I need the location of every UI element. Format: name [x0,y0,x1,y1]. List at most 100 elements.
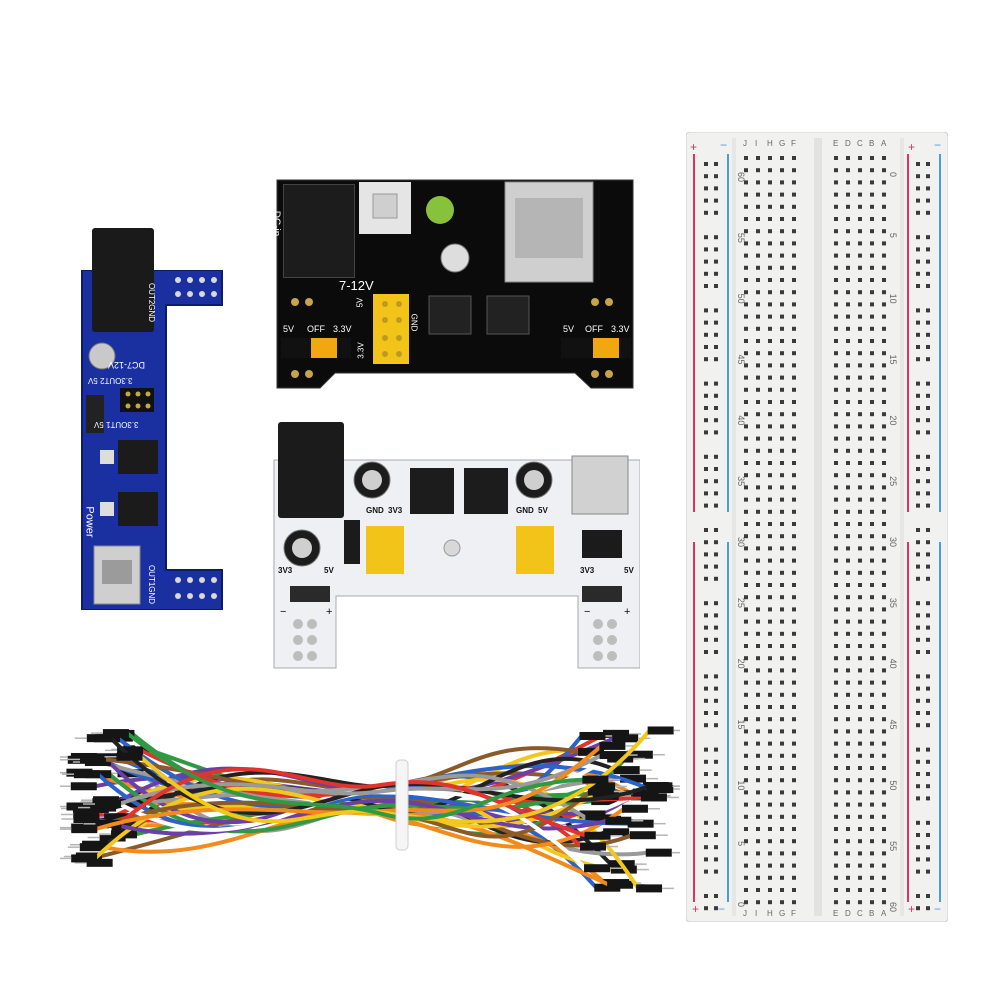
black-mid-33v: 3.3V [356,342,366,359]
rail-hole [714,747,718,752]
rail-hole [916,894,920,898]
breadboard-hole [768,802,772,807]
breadboard-hole [744,558,748,563]
rail-hole [714,162,718,166]
rail-hole [916,869,920,874]
wire-connector [579,731,606,740]
breadboard-hole [792,424,796,429]
rail-hole [926,698,930,703]
column-letter: A [881,909,887,918]
rail-hole [926,454,930,459]
rail-plus-right-bottom: + [908,902,916,916]
breadboard-hole [882,180,886,185]
column-letter: B [869,909,874,918]
wire-connector [589,782,616,791]
breadboard-hole [744,644,748,648]
row-number: 0 [888,172,898,177]
row-number: 60 [888,902,898,912]
breadboard-hole [882,607,886,612]
rail-hole [916,284,920,288]
white-right-5v: 5V [538,506,548,515]
breadboard-hole [882,400,886,404]
rail-hole [714,454,718,459]
breadboard-hole [858,497,862,502]
rail-plus-left-bottom: + [692,902,700,916]
breadboard-hole [882,753,886,758]
breadboard-hole [768,168,772,173]
breadboard-hole [768,424,772,429]
breadboard-hole [846,790,850,795]
column-letter: J [743,139,747,148]
breadboard-hole [834,631,838,636]
rail-hole [714,637,718,642]
rail-hole [704,613,708,618]
rail-hole [926,894,930,898]
breadboard-hole [858,461,862,465]
rail-hole [714,332,718,337]
breadboard-hole [882,875,886,880]
breadboard-hole [768,705,772,709]
rail-plus-right-top: + [908,140,916,154]
wire-connector [603,828,630,837]
rail-hole [926,833,930,837]
wire-connector [79,755,106,764]
breadboard-hole [768,900,772,905]
breadboard-hole [744,900,748,905]
rail-hole [704,857,708,862]
breadboard-hole [846,217,850,221]
breadboard-hole [792,595,796,600]
rail-hole [714,357,718,362]
breadboard-hole [882,814,886,819]
breadboard-hole [768,558,772,563]
breadboard-hole [870,839,874,844]
wire-connector [579,810,606,819]
center-channel [814,138,822,916]
breadboard-hole [756,888,760,892]
breadboard-hole [744,192,748,197]
breadboard-hole [768,863,772,868]
breadboard-hole [768,339,772,343]
breadboard-hole [858,583,862,587]
rail-hole [916,845,920,850]
breadboard-hole [858,302,862,307]
breadboard-hole [846,522,850,526]
breadboard-hole [846,766,850,770]
breadboard-hole [858,387,862,392]
rail-hole [714,418,718,423]
breadboard-hole [756,473,760,478]
rail-separator-right [900,138,904,916]
column-letter: D [845,909,851,918]
rail-hole [704,357,708,362]
breadboard-hole [834,265,838,270]
breadboard-hole [882,424,886,429]
breadboard-hole [768,766,772,770]
white-left-gnd: GND [366,506,384,515]
rail-hole [714,503,718,508]
breadboard-hole [870,253,874,258]
rail-hole [704,698,708,703]
breadboard-hole [744,595,748,600]
breadboard-hole [882,583,886,587]
breadboard-hole [792,631,796,636]
breadboard-hole [780,741,784,746]
breadboard-hole [846,583,850,587]
breadboard-hole [792,156,796,160]
breadboard-hole [744,448,748,453]
wire-connector [73,815,100,824]
breadboard-hole [744,229,748,234]
breadboard-hole [744,802,748,807]
breadboard-hole [780,692,784,697]
breadboard-hole [834,619,838,624]
rail-hole [916,491,920,496]
black-dc-jack [283,184,355,278]
rail-hole [916,345,920,349]
breadboard-hole [858,619,862,624]
breadboard-hole [858,522,862,526]
white-power-module: GND 3V3 GND 5V 3V3 5V 3V3 5V − + − + [272,420,641,670]
rail-hole [926,711,930,715]
rail-hole [926,174,930,179]
breadboard-hole [858,741,862,746]
wire-connector [636,884,663,893]
wire-connector [578,747,605,756]
rail-hole [926,284,930,288]
